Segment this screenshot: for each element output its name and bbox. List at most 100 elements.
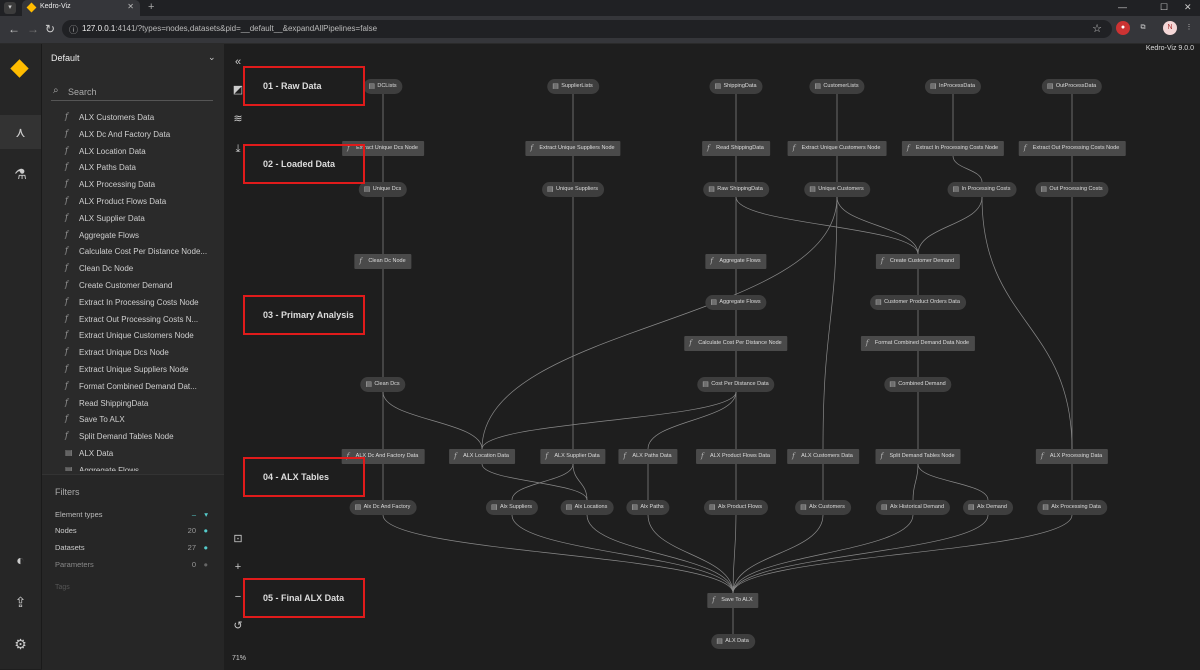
- filter-datasets-row[interactable]: Datasets 27 ●: [55, 543, 210, 552]
- graph-node-dataset[interactable]: ▤Aggregate Flows: [705, 295, 767, 310]
- graph-node-dataset[interactable]: ▤SupplierLists: [547, 79, 599, 94]
- graph-node-dataset[interactable]: ▤CustomerLists: [809, 79, 865, 94]
- search-input[interactable]: ⌕ Search: [51, 84, 213, 101]
- new-tab-button[interactable]: +: [148, 1, 155, 13]
- url-field[interactable]: ⓘ 127.0.0.1:4141/?types=nodes,datasets&p…: [62, 20, 1112, 38]
- profile-avatar[interactable]: N: [1163, 21, 1177, 35]
- site-info-icon[interactable]: ⓘ: [69, 25, 79, 35]
- collapse-sidebar-icon[interactable]: «: [234, 56, 242, 68]
- graph-node-dataset[interactable]: ▤Unique Dcs: [358, 182, 408, 197]
- browser-tab[interactable]: Kedro-Viz ✕: [22, 0, 140, 16]
- node-list-item[interactable]: ▤Aggregate Flows: [42, 462, 224, 471]
- graph-node-dataset[interactable]: ▤InProcessData: [924, 79, 982, 94]
- forward-icon[interactable]: →: [27, 22, 39, 36]
- settings-icon[interactable]: ⚙: [14, 636, 27, 652]
- node-list-item[interactable]: ▤ALX Data: [42, 445, 224, 462]
- graph-node-dataset[interactable]: ▤ALX Data: [711, 634, 755, 649]
- labels-toggle-icon[interactable]: ◩: [232, 84, 244, 96]
- graph-node-dataset[interactable]: ▤Alx Historical Demand: [875, 500, 951, 515]
- graph-node-dataset[interactable]: ▤DCLists: [363, 79, 403, 94]
- filter-parameters-row[interactable]: Parameters 0 ●: [55, 560, 210, 569]
- graph-node-dataset[interactable]: ▤In Processing Costs: [947, 182, 1017, 197]
- filter-nodes-row[interactable]: Nodes 20 ●: [55, 526, 210, 535]
- extensions-puzzle-icon[interactable]: ⧉: [1140, 24, 1146, 31]
- graph-node-dataset[interactable]: ▤Unique Suppliers: [542, 182, 604, 197]
- experiment-tracking-icon[interactable]: ⚗: [14, 166, 27, 182]
- chevron-down-icon[interactable]: ⌄: [208, 52, 216, 62]
- reset-zoom-icon[interactable]: ↺: [233, 620, 243, 632]
- graph-node-dataset[interactable]: ▤Alx Customers: [795, 500, 851, 515]
- expand-icon[interactable]: ▾: [204, 510, 208, 519]
- back-icon[interactable]: ←: [8, 22, 20, 36]
- datasets-toggle-icon[interactable]: ●: [203, 543, 208, 552]
- parameters-toggle-icon[interactable]: ●: [203, 560, 208, 569]
- graph-node-dataset[interactable]: ▤ShippingData: [709, 79, 763, 94]
- graph-node-dataset[interactable]: ▤Raw ShippingData: [703, 182, 769, 197]
- minimap-icon[interactable]: ⊡: [233, 533, 243, 545]
- minimize-icon[interactable]: —: [1118, 2, 1127, 12]
- close-window-icon[interactable]: ✕: [1184, 2, 1192, 12]
- graph-node-dataset[interactable]: ▤Unique Customers: [804, 182, 870, 197]
- nodes-toggle-icon[interactable]: ●: [203, 526, 208, 535]
- download-icon[interactable]: ⤓: [235, 143, 241, 155]
- reload-icon[interactable]: ↻: [45, 22, 56, 36]
- bookmark-star-icon[interactable]: ☆: [1092, 23, 1102, 35]
- graph-node-dataset[interactable]: ▤Customer Product Orders Data: [870, 295, 966, 310]
- zoom-in-icon[interactable]: +: [234, 561, 242, 573]
- tab-list-button[interactable]: ▾: [4, 2, 16, 14]
- extension-icon[interactable]: ●: [1116, 21, 1130, 35]
- maximize-icon[interactable]: ☐: [1160, 2, 1169, 12]
- graph-node-dataset[interactable]: ▤Alx Product Flows: [703, 500, 769, 515]
- flowchart-view-icon[interactable]: ⋏: [0, 115, 41, 149]
- kedro-logo[interactable]: [10, 59, 29, 78]
- zoom-out-icon[interactable]: −: [234, 591, 242, 603]
- export-icon[interactable]: ⇪: [14, 594, 27, 610]
- graph-node-dataset[interactable]: ▤Alx Dc And Factory: [349, 500, 417, 515]
- close-tab-icon[interactable]: ✕: [127, 2, 134, 11]
- browser-menu-icon[interactable]: ⋮: [1185, 24, 1193, 31]
- theme-toggle-icon[interactable]: ◐: [16, 552, 25, 568]
- collapse-icon[interactable]: –: [191, 510, 196, 519]
- graph-node-dataset[interactable]: ▤Clean Dcs: [360, 377, 406, 392]
- graph-node-dataset[interactable]: ▤Alx Suppliers: [485, 500, 539, 515]
- graph-node-dataset[interactable]: ▤Out Processing Costs: [1035, 182, 1109, 197]
- tags-label[interactable]: Tags: [55, 584, 70, 591]
- flowchart-canvas[interactable]: ▤DCLists ▤SupplierLists ▤ShippingData ▤Cust…: [250, 44, 1200, 669]
- pipeline-select[interactable]: Default: [51, 53, 80, 63]
- graph-node-dataset[interactable]: ▤Combined Demand: [884, 377, 952, 392]
